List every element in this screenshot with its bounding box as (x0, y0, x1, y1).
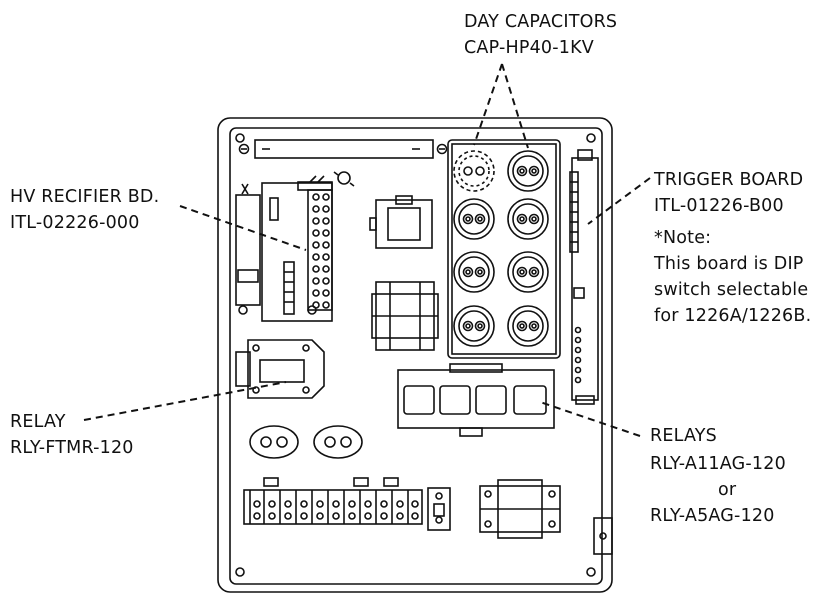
bottom-terminal-strip (243, 477, 423, 525)
capacitors (453, 150, 549, 347)
small-diode (333, 171, 355, 187)
label-hv-rectifier-title: HV RECIFIER BD. (10, 187, 160, 207)
oval-connector-left (249, 425, 299, 459)
label-relays-title: RELAYS (650, 426, 717, 446)
hv-terminal-block (307, 189, 333, 311)
label-relay-title: RELAY (10, 412, 66, 432)
label-relays-part-b: RLY-A5AG-120 (650, 506, 775, 526)
enclosure-inner (229, 127, 603, 585)
trigger-board (569, 149, 599, 405)
relay-ftmr (235, 339, 325, 399)
top-terminal-bar (238, 139, 448, 159)
leader-relay (83, 381, 287, 421)
hv-rectifier-board (235, 175, 333, 322)
fuse-holder (427, 487, 451, 531)
label-trigger-board-title: TRIGGER BOARD (654, 170, 804, 190)
note-line-1: This board is DIP (654, 254, 804, 274)
label-day-capacitors-title: DAY CAPACITORS (464, 12, 618, 32)
label-trigger-board-part: ITL-01226-B00 (654, 196, 784, 216)
label-relay-part: RLY-FTMR-120 (10, 438, 134, 458)
leader-hv-rectifier (179, 205, 307, 251)
note-line-3: for 1226A/1226B. (654, 306, 812, 326)
leader-capacitors-right (501, 63, 529, 149)
label-relays-part-a: RLY-A11AG-120 (650, 454, 786, 474)
door-switch (593, 517, 613, 555)
note-line-2: switch selectable (654, 280, 809, 300)
label-day-capacitors-part: CAP-HP40-1KV (464, 38, 594, 58)
leader-trigger-board (587, 177, 651, 225)
relays-block (397, 363, 555, 437)
label-relays-or: or (718, 480, 737, 500)
leader-relays (539, 401, 641, 437)
transformer-upper (369, 195, 433, 249)
capacitor-panel (447, 139, 561, 359)
transformer-bottom (479, 479, 561, 539)
transformer-lower (371, 281, 439, 351)
enclosure-outer (217, 117, 613, 593)
oval-connector-right (313, 425, 363, 459)
leader-capacitors-left (473, 63, 503, 146)
label-hv-rectifier-part: ITL-02226-000 (10, 213, 140, 233)
note-heading: *Note: (654, 228, 712, 248)
